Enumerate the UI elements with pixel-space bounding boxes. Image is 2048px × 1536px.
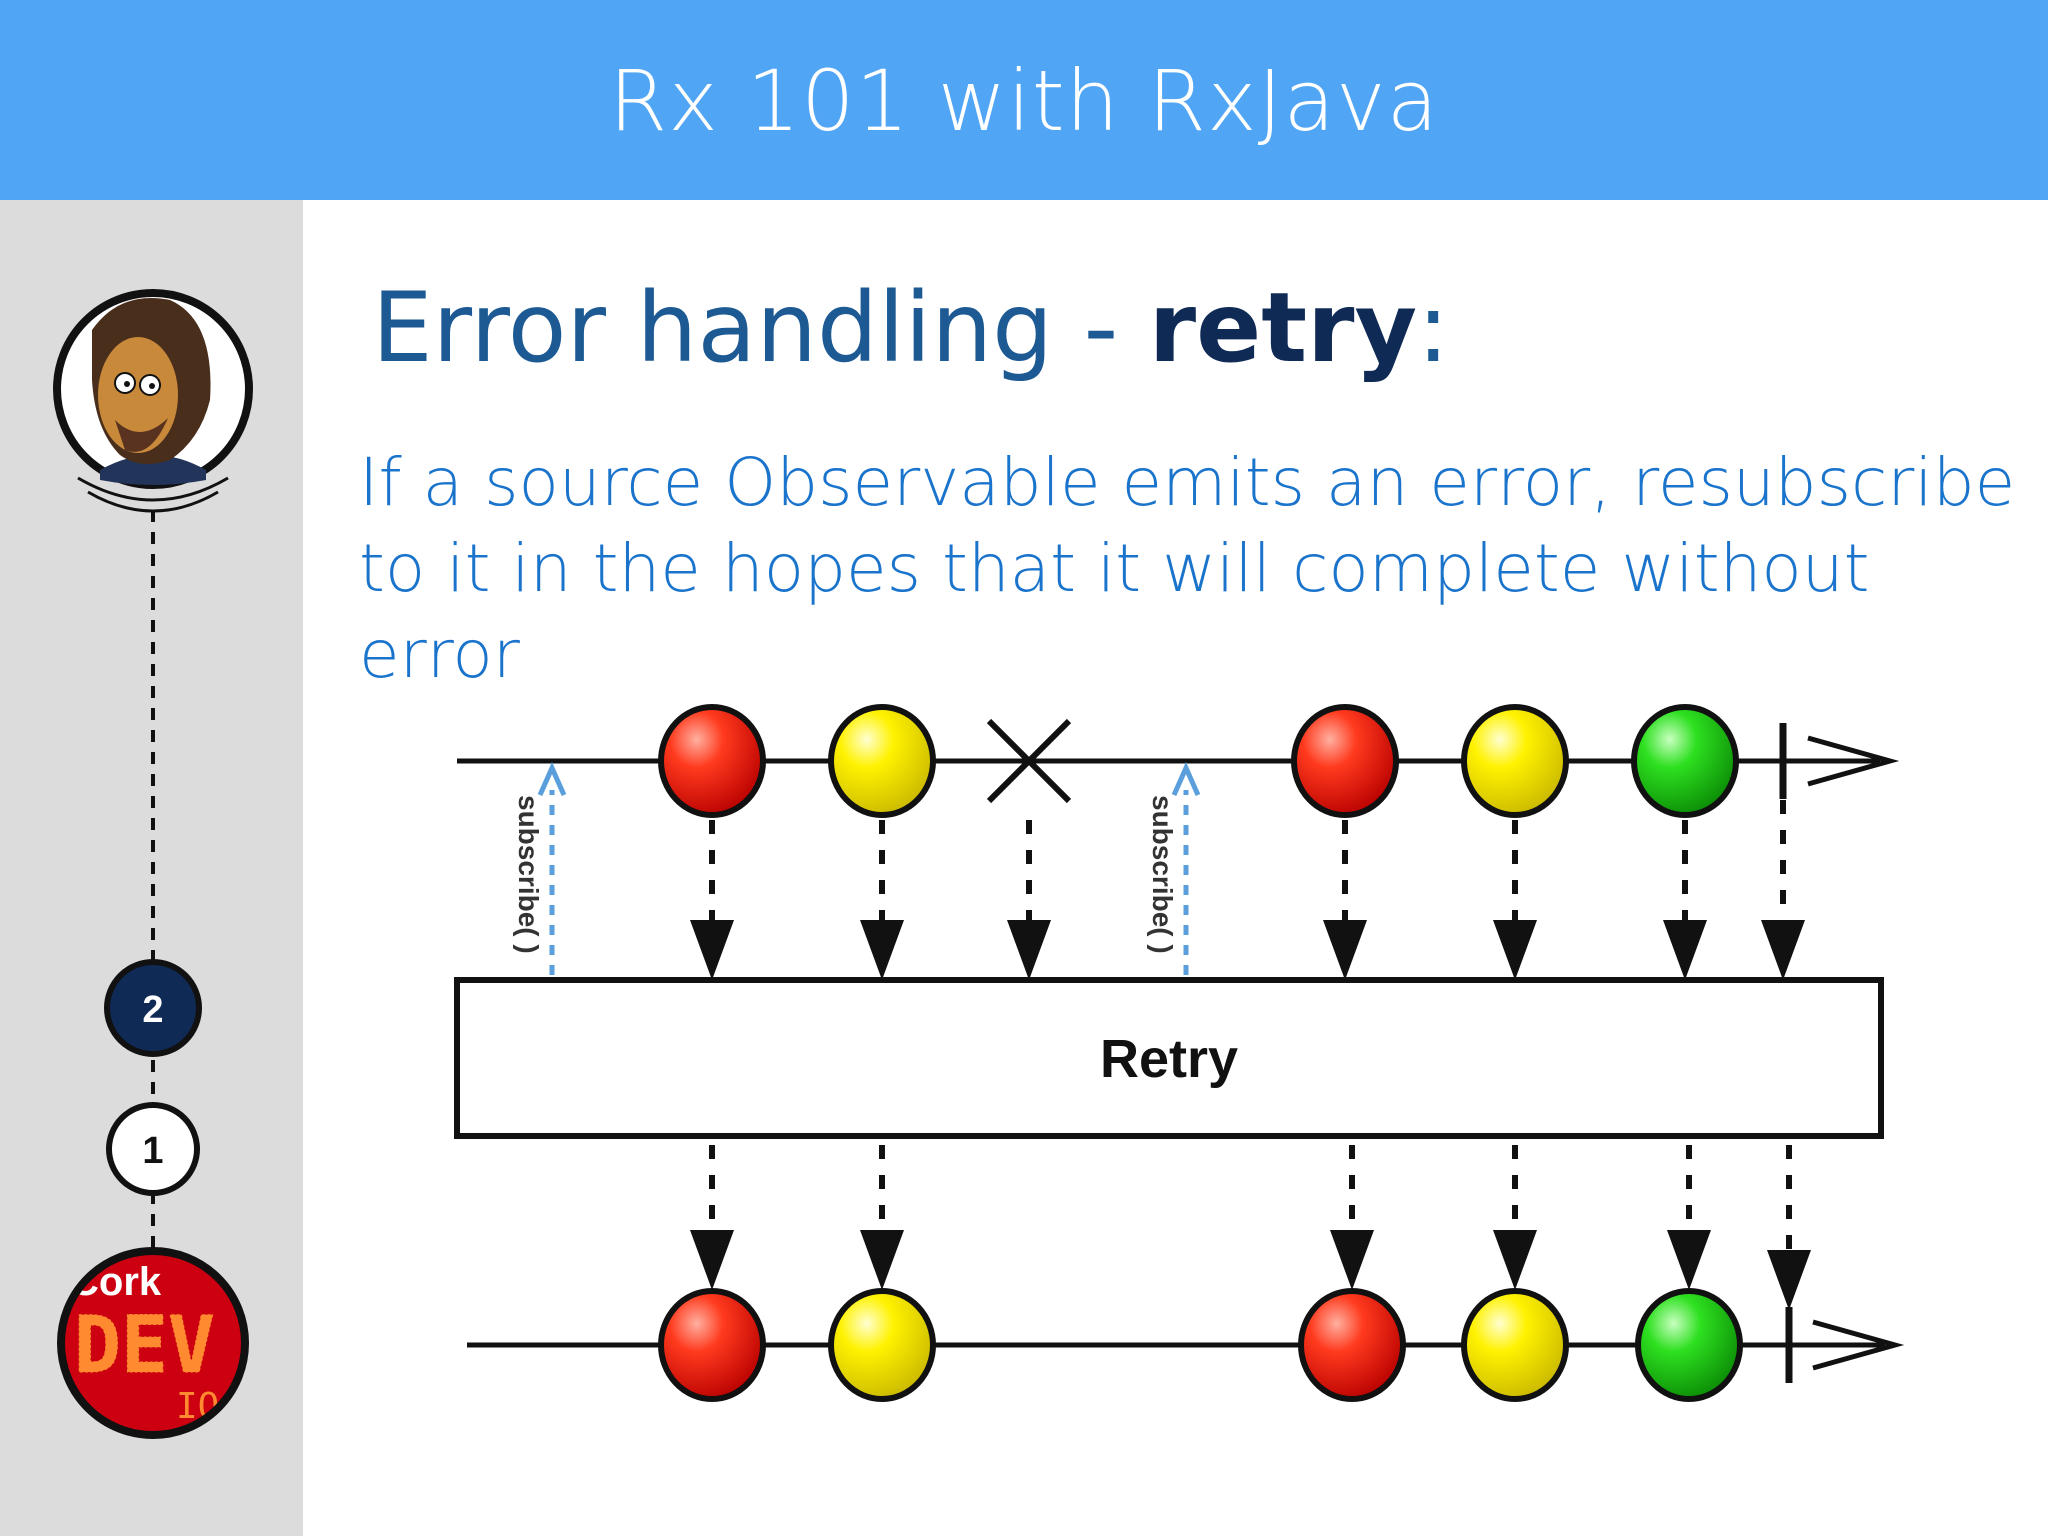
retry-to-output-arrow-arrowhead: [860, 1230, 904, 1290]
retry-to-output-arrow-arrowhead: [1767, 1250, 1811, 1310]
header-bar: Rx 101 with RxJava: [0, 0, 2048, 200]
step-1-badge[interactable]: 1: [106, 1102, 200, 1196]
output-event-red-marble: [1298, 1288, 1406, 1402]
source-to-retry-arrow-arrowhead: [1007, 920, 1051, 980]
heading-bold-text: retry: [1148, 272, 1418, 384]
heading-text: Error handling -: [372, 272, 1149, 384]
subscribe-label: subscribe( ): [513, 795, 544, 954]
step-1-label: 1: [142, 1130, 163, 1172]
source-timeline-arrowhead: [1807, 735, 1900, 787]
source-event-error-x: [986, 718, 1072, 804]
source-event-red-marble: [658, 704, 766, 818]
source-to-retry-arrow-arrowhead: [690, 920, 734, 980]
presenter-avatar: [53, 289, 253, 513]
output-event-yellow-marble: [828, 1288, 936, 1402]
retry-to-output-arrow-arrowhead: [1330, 1230, 1374, 1290]
retry-to-output-arrow-arrowhead: [690, 1230, 734, 1290]
output-timeline-arrowhead: [1812, 1319, 1905, 1371]
retry-operator-box: [454, 977, 1884, 1139]
step-2-badge[interactable]: 2: [104, 959, 202, 1057]
output-event-green-marble: [1635, 1288, 1743, 1402]
subscribe-arrowhead: [537, 761, 567, 797]
presentation-title: Rx 101 with RxJava: [608, 52, 1440, 150]
source-event-yellow-marble: [828, 704, 936, 818]
step-2-label: 2: [142, 989, 163, 1031]
slide-heading: Error handling - retry:: [372, 272, 1449, 384]
logo-main-text: DEV: [74, 1301, 215, 1391]
source-to-retry-arrow-arrowhead: [1663, 920, 1707, 980]
source-to-retry-arrow-arrowhead: [860, 920, 904, 980]
source-to-retry-arrow-arrowhead: [1493, 920, 1537, 980]
retry-operator-label: Retry: [1100, 1029, 1238, 1089]
retry-to-output-arrow-arrowhead: [1667, 1230, 1711, 1290]
output-event-yellow-marble: [1461, 1288, 1569, 1402]
heading-suffix: :: [1417, 272, 1450, 384]
output-event-red-marble: [658, 1288, 766, 1402]
source-event-green-marble: [1631, 704, 1739, 818]
subscribe-arrowhead: [1171, 761, 1201, 797]
source-to-retry-arrow-arrowhead: [1761, 920, 1805, 980]
source-event-red-marble: [1291, 704, 1399, 818]
source-event-yellow-marble: [1461, 704, 1569, 818]
retry-to-output-arrow-arrowhead: [1493, 1230, 1537, 1290]
cork-dev-io-logo: Cork DEV IO: [57, 1247, 249, 1439]
slide-body: If a source Observable emits an error, r…: [359, 444, 2016, 693]
subscribe-label: subscribe( ): [1147, 795, 1178, 954]
source-to-retry-arrow-arrowhead: [1323, 920, 1367, 980]
marble-diagram: Retry subscribe( ) subscribe( ): [454, 704, 1905, 1402]
